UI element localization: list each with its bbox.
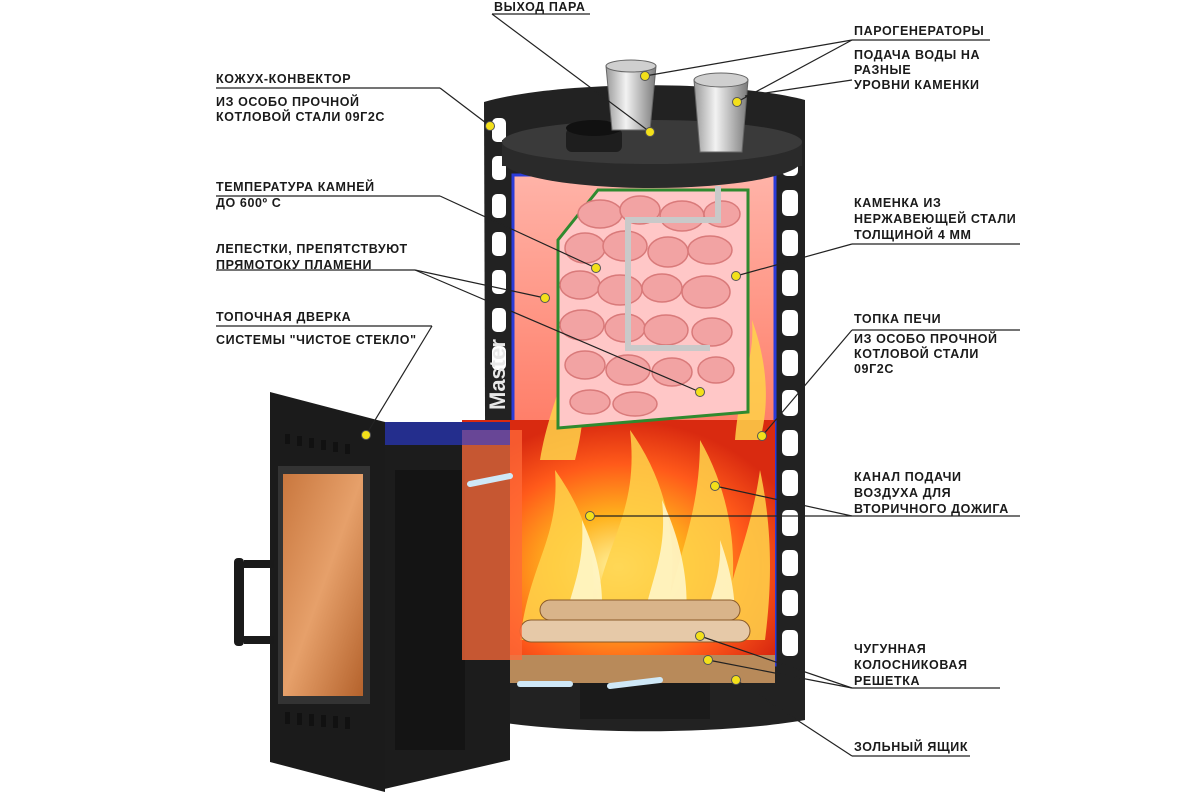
label-firebox-desc-1: ИЗ ОСОБО ПРОЧНОЙ [854, 332, 998, 346]
casing-brand-text: Master [485, 339, 510, 410]
leader-lines [216, 13, 1020, 757]
label-air-channel-3: ВТОРИЧНОГО ДОЖИГА [854, 502, 1009, 516]
door-handle [234, 558, 244, 646]
label-casing-desc-2: КОТЛОВОЙ СТАЛИ 09Г2С [216, 110, 386, 124]
label-petals-2: ПРЯМОТОКУ ПЛАМЕНИ [216, 258, 373, 272]
label-casing-title: КОЖУХ-КОНВЕКТОР [216, 72, 352, 86]
label-stone-box-2: НЕРЖАВЕЮЩЕЙ СТАЛИ [854, 212, 1017, 226]
label-steam-outlet: ВЫХОД ПАРА [494, 0, 586, 14]
label-stone-temp-2: ДО 600º С [216, 196, 282, 210]
stone-box [556, 186, 750, 430]
label-water-supply-3: УРОВНИ КАМЕНКИ [854, 78, 980, 92]
door-tunnel [380, 422, 522, 790]
air-flow-arrows [169, 442, 663, 740]
label-firebox-desc-3: 09Г2С [854, 362, 894, 376]
label-door-title: ТОПОЧНАЯ ДВЕРКА [216, 310, 352, 324]
label-stone-box-3: ТОЛЩИНОЙ 4 ММ [854, 228, 972, 242]
label-water-supply-1: ПОДАЧА ВОДЫ НА [854, 48, 981, 62]
firebox-door [234, 392, 385, 792]
label-firebox-title: ТОПКА ПЕЧИ [854, 312, 942, 326]
label-air-channel-2: ВОЗДУХА ДЛЯ [854, 486, 952, 500]
label-firebox-desc-2: КОТЛОВОЙ СТАЛИ [854, 347, 979, 361]
label-grate-1: ЧУГУННАЯ [854, 642, 927, 656]
label-ash-box: ЗОЛЬНЫЙ ЯЩИК [854, 740, 969, 754]
label-steam-generators: ПАРОГЕНЕРАТОРЫ [854, 24, 985, 38]
firewood [519, 599, 751, 643]
label-petals-1: ЛЕПЕСТКИ, ПРЕПЯТСТВУЮТ [216, 242, 408, 256]
label-water-supply-2: РАЗНЫЕ [854, 63, 912, 77]
label-grate-3: РЕШЕТКА [854, 674, 921, 688]
callout-markers [361, 71, 767, 685]
label-door-desc: СИСТЕМЫ "ЧИСТОЕ СТЕКЛО" [216, 333, 417, 347]
label-stone-temp-1: ТЕМПЕРАТУРА КАМНЕЙ [216, 180, 375, 194]
label-air-channel-1: КАНАЛ ПОДАЧИ [854, 470, 962, 484]
label-casing-desc-1: ИЗ ОСОБО ПРОЧНОЙ [216, 95, 360, 109]
label-stone-box-1: КАМЕНКА ИЗ [854, 196, 942, 210]
label-grate-2: КОЛОСНИКОВАЯ [854, 658, 968, 672]
